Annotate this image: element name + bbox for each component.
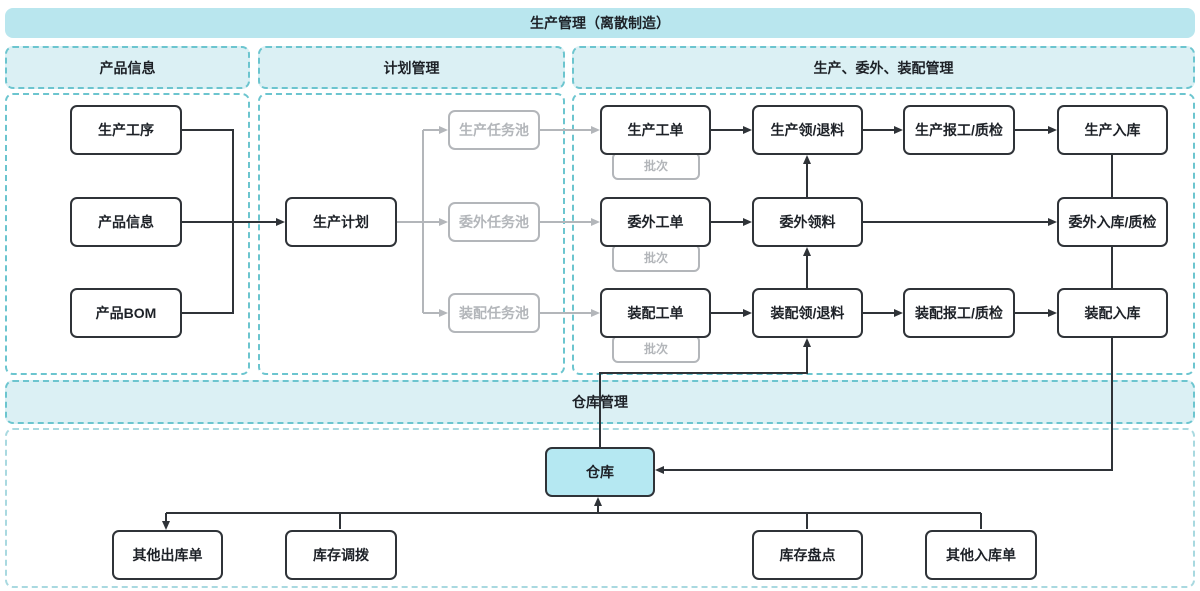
node-warehouse: 仓库 [545, 447, 655, 497]
section-header-production: 生产、委外、装配管理 [572, 46, 1195, 89]
node-production-inbound: 生产入库 [1057, 105, 1168, 155]
batch-tag-production: 批次 [612, 152, 700, 180]
section-body-product [5, 93, 250, 375]
node-production-process: 生产工序 [70, 105, 182, 155]
node-assembly-order: 装配工单 [600, 288, 711, 338]
section-header-plan: 计划管理 [258, 46, 565, 89]
section-header-production-label: 生产、委外、装配管理 [813, 59, 954, 76]
node-production-pick-return: 生产领/退料 [752, 105, 863, 155]
node-production-plan: 生产计划 [285, 197, 397, 247]
batch-tag-outsource: 批次 [612, 244, 700, 272]
node-inventory-stocktake: 库存盘点 [752, 530, 863, 580]
node-outsource-inbound-inspect: 委外入库/质检 [1057, 197, 1168, 247]
node-production-order: 生产工单 [600, 105, 711, 155]
node-product-bom: 产品BOM [70, 288, 182, 338]
node-outsource-task-pool: 委外任务池 [448, 202, 540, 242]
node-assembly-task-pool: 装配任务池 [448, 293, 540, 333]
node-outsource-order: 委外工单 [600, 197, 711, 247]
section-header-plan-label: 计划管理 [383, 59, 440, 76]
node-product-info: 产品信息 [70, 197, 182, 247]
node-other-outbound-order: 其他出库单 [112, 530, 223, 580]
section-body-plan [258, 93, 565, 375]
node-assembly-pick-return: 装配领/退料 [752, 288, 863, 338]
diagram-title: 生产管理（离散制造） [530, 15, 670, 31]
batch-tag-assembly: 批次 [612, 335, 700, 363]
section-header-product: 产品信息 [5, 46, 250, 89]
node-assembly-inbound: 装配入库 [1057, 288, 1168, 338]
section-header-product-label: 产品信息 [99, 59, 156, 76]
section-body-production [572, 93, 1195, 375]
node-assembly-report-inspect: 装配报工/质检 [903, 288, 1015, 338]
node-production-report-inspect: 生产报工/质检 [903, 105, 1015, 155]
node-outsource-pick: 委外领料 [752, 197, 863, 247]
node-other-inbound-order: 其他入库单 [925, 530, 1037, 580]
top-banner: 生产管理（离散制造） [5, 8, 1195, 38]
node-production-task-pool: 生产任务池 [448, 110, 540, 150]
node-inventory-transfer: 库存调拨 [285, 530, 397, 580]
